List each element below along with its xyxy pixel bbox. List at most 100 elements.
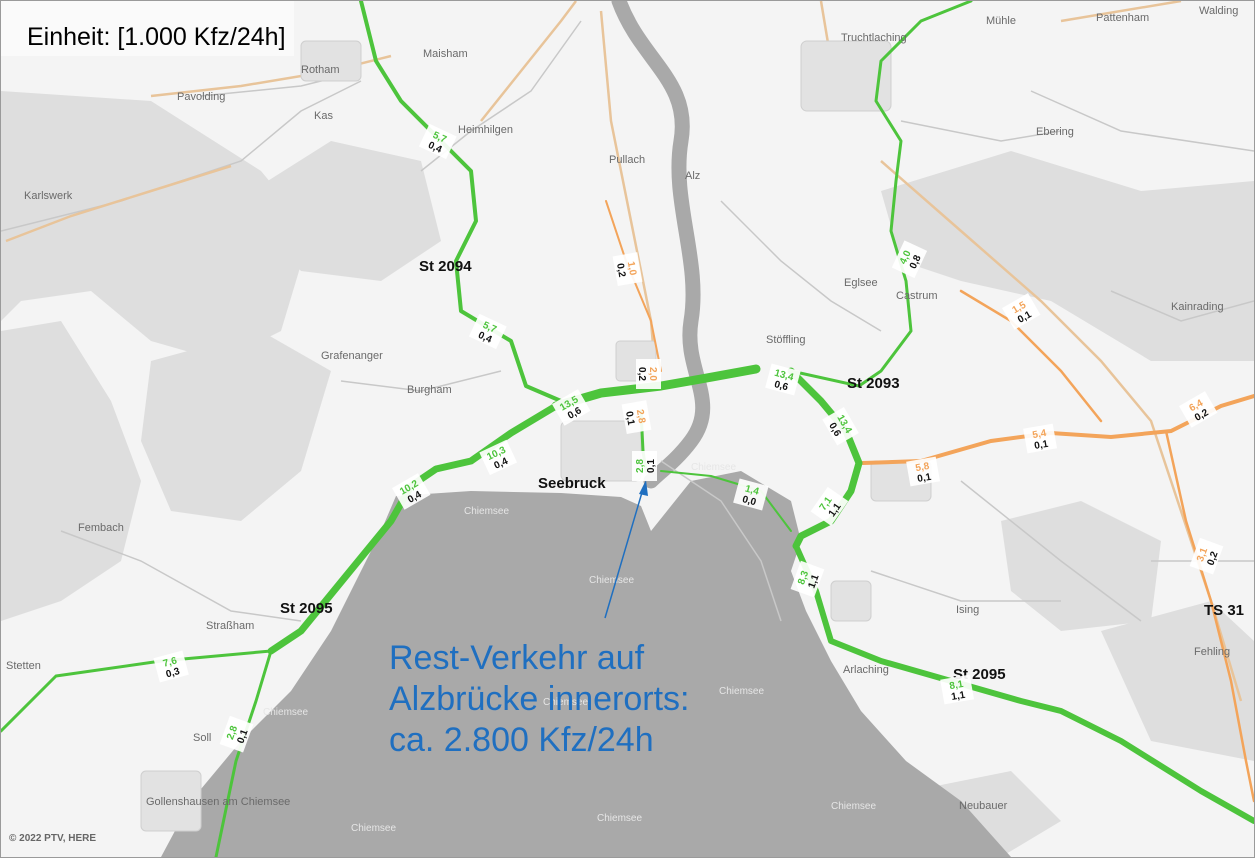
- lake-chiemsee: [161, 471, 1011, 857]
- callout-text: Rest-Verkehr auf Alzbrücke innerorts: ca…: [389, 638, 689, 761]
- traffic-label-background: [1189, 537, 1224, 575]
- traffic-label-background: [612, 252, 643, 287]
- traffic-label-background: [479, 439, 518, 476]
- place-label: Kainrading: [1171, 301, 1224, 313]
- traffic-label: 5,70,4: [418, 123, 457, 160]
- place-label: Ebering: [1036, 126, 1074, 138]
- forest-area: [1101, 601, 1254, 761]
- lake-label: Chiemsee: [831, 801, 876, 812]
- callout-line: Rest-Verkehr auf: [389, 639, 645, 677]
- traffic-label-background: [153, 650, 189, 683]
- road-label-st2095-west: St 2095: [280, 600, 333, 617]
- place-label: Maisham: [423, 48, 468, 60]
- place-label: Grafenanger: [321, 350, 383, 362]
- traffic-heavy-value: 0,3: [165, 666, 182, 680]
- forest-area: [236, 141, 441, 281]
- traffic-label-background: [940, 674, 975, 705]
- place-label: Arlaching: [843, 664, 889, 676]
- traffic-total-value: 8,1: [949, 679, 965, 692]
- traffic-heavy-value: 0,1: [916, 472, 932, 485]
- traffic-heavy-value: 0,1: [1033, 439, 1049, 452]
- traffic-heavy-value: 0,8: [908, 253, 924, 271]
- forest-area: [141, 331, 331, 521]
- traffic-heavy-value: 0,1: [236, 728, 251, 745]
- traffic-label-background: [765, 363, 801, 396]
- traffic-total-value: 1,0: [625, 261, 638, 277]
- traffic-label: 5,70,4: [468, 313, 507, 350]
- unit-legend: Einheit: [1.000 Kfz/24h]: [1, 1, 294, 56]
- traffic-heavy-value: 0,2: [1206, 550, 1221, 567]
- traffic-heavy-value: 0,2: [614, 262, 627, 278]
- road-label-st2094: St 2094: [419, 258, 472, 275]
- traffic-total-value: 2,8: [225, 724, 240, 741]
- traffic-label-background: [790, 560, 825, 598]
- traffic-label: 5,40,1: [1023, 423, 1058, 454]
- traffic-label: 7,11,1: [810, 486, 849, 526]
- place-label: Pattenham: [1096, 12, 1149, 24]
- traffic-label-background: [891, 240, 928, 279]
- traffic-label-background: [1023, 423, 1058, 454]
- traffic-label: 10,30,4: [479, 439, 518, 476]
- traffic-heavy-value: 0,2: [636, 367, 647, 381]
- traffic-label-background: [219, 715, 254, 753]
- traffic-label-background: [636, 359, 661, 389]
- traffic-label: 7,60,3: [153, 650, 189, 683]
- traffic-label-background: [906, 456, 941, 487]
- place-label: Heimhilgen: [458, 124, 513, 136]
- traffic-label-background: [621, 400, 652, 435]
- place-label: Burgham: [407, 384, 452, 396]
- place-label: Gollenshausen am Chiemsee: [146, 796, 290, 808]
- lake-label: Chiemsee: [464, 506, 509, 517]
- traffic-label: 3,10,2: [1189, 537, 1224, 575]
- place-label: Ising: [956, 604, 979, 616]
- traffic-label-background: [632, 451, 657, 481]
- place-label: Walding: [1199, 5, 1238, 17]
- traffic-total-value: 5,7: [431, 130, 449, 146]
- place-label: Stetten: [6, 660, 41, 672]
- river-alz: [611, 1, 711, 489]
- traffic-label-background: [418, 123, 457, 160]
- traffic-label-background: [822, 407, 859, 446]
- traffic-label-background: [552, 389, 591, 426]
- place-label: Neubauer: [959, 800, 1008, 812]
- traffic-label: 2,80,1: [219, 715, 254, 753]
- traffic-heavy-value: 1,1: [807, 573, 822, 590]
- lake-label: Chiemsee: [597, 813, 642, 824]
- unit-label: Einheit: [1.000 Kfz/24h]: [27, 23, 286, 51]
- traffic-total-value: 4,0: [898, 249, 914, 267]
- road-label-ts31: TS 31: [1204, 602, 1244, 619]
- traffic-heavy-value: 0,1: [623, 410, 636, 426]
- traffic-total-value: 5,8: [915, 461, 931, 474]
- callout-line: Alzbrücke innerorts:: [389, 680, 690, 718]
- place-label: Kas: [314, 110, 333, 122]
- traffic-heavy-value: 0,4: [426, 140, 444, 156]
- traffic-label: 8,11,1: [940, 674, 975, 705]
- lake-label: Chiemsee: [351, 823, 396, 834]
- traffic-heavy-value: 0,0: [741, 494, 758, 508]
- place-label: Karlswerk: [24, 190, 73, 202]
- place-label: Castrum: [896, 290, 938, 302]
- place-label: Eglsee: [844, 277, 878, 289]
- lake-label: Chiemsee: [691, 462, 736, 473]
- town-label-seebruck: Seebruck: [538, 475, 606, 492]
- traffic-total-value: 3,1: [1195, 546, 1210, 563]
- traffic-label-background: [392, 473, 431, 510]
- traffic-label: 2,00,2: [636, 359, 661, 389]
- lake-label: Chiemsee: [543, 697, 588, 708]
- place-label: Pullach: [609, 154, 645, 166]
- place-label: Soll: [193, 732, 211, 744]
- callout-arrow: [604, 480, 648, 619]
- traffic-label-background: [733, 478, 769, 511]
- forest-area: [1, 91, 311, 361]
- place-label: Fembach: [78, 522, 124, 534]
- place-label: Stöffling: [766, 334, 806, 346]
- traffic-total-value: 5,4: [1032, 428, 1048, 441]
- lake-label: Chiemsee: [263, 707, 308, 718]
- traffic-label-background: [468, 313, 507, 350]
- traffic-label: 10,20,4: [392, 473, 431, 510]
- traffic-label: 1,50,1: [1002, 293, 1041, 330]
- forest-area: [881, 151, 1254, 361]
